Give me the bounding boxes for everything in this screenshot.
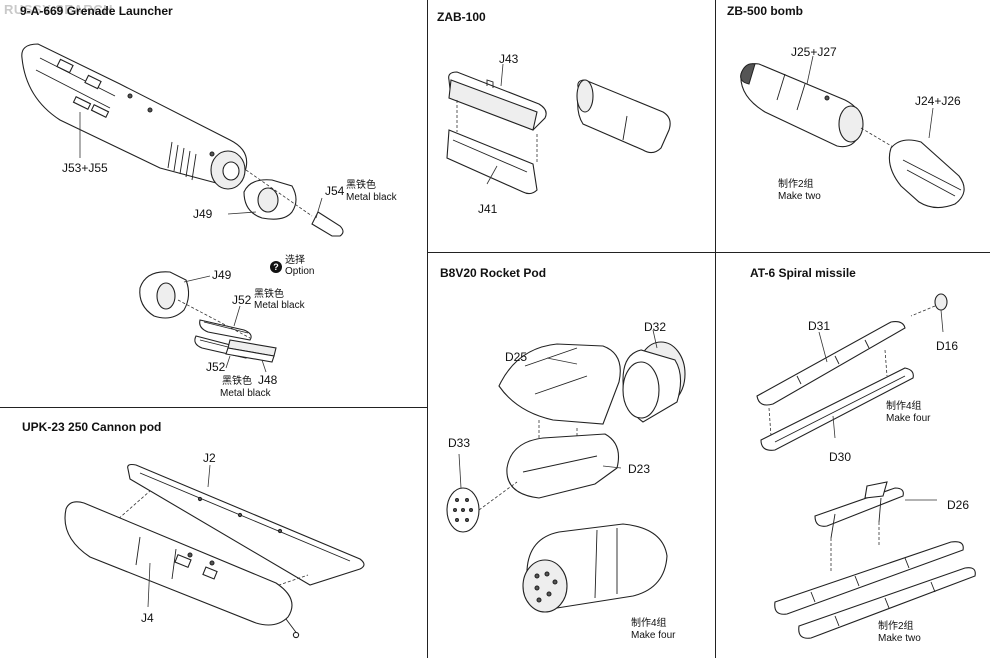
d16-cap <box>934 293 948 333</box>
option-en: Option <box>285 266 315 277</box>
label-j4: J4 <box>141 611 154 625</box>
label-j48: J48 <box>258 373 278 387</box>
d26-pylon <box>814 481 937 539</box>
make-two-en: Make two <box>878 633 921 644</box>
label-j43: J43 <box>499 52 519 66</box>
zab-100-assembled <box>576 79 671 154</box>
j2-side-panel <box>127 463 365 586</box>
panel-title: UPK-23 250 Cannon pod <box>22 420 162 434</box>
label-j52-upper: J52 <box>232 293 252 307</box>
d25-upper-shell <box>498 343 621 425</box>
zb-500-tail <box>888 107 965 209</box>
j52-tube-upper <box>199 319 252 341</box>
label-j24-j26: J24+J26 <box>915 94 961 108</box>
j41-lower-half <box>446 129 538 195</box>
label-d30: D30 <box>829 450 852 464</box>
divider-horizontal-right <box>427 252 990 253</box>
label-d16: D16 <box>936 339 959 353</box>
d33-end-plate <box>446 453 480 533</box>
at-6-missile-lower <box>798 567 976 639</box>
make-two-en: Make two <box>778 191 821 202</box>
label-d32: D32 <box>644 320 667 334</box>
label-d23: D23 <box>628 462 651 476</box>
label-j41: J41 <box>478 202 498 216</box>
j54-color-cn: 黑铁色 <box>346 180 376 191</box>
j48-color-en: Metal black <box>220 388 271 399</box>
d23-lower-shell <box>506 433 622 499</box>
d32-tube-bundle <box>622 329 686 423</box>
make-four-en: Make four <box>631 630 676 641</box>
divider-vertical-3 <box>715 252 716 658</box>
divider-horizontal-left <box>0 407 427 408</box>
make-four-cn: 制作4组 <box>631 618 667 629</box>
label-j53-j55: J53+J55 <box>62 161 108 175</box>
at-6-diagram <box>756 293 976 639</box>
divider-vertical-2 <box>715 0 716 252</box>
zab-100-diagram <box>446 63 671 195</box>
label-j52-lower: J52 <box>206 360 226 374</box>
panel-title: ZAB-100 <box>437 10 486 24</box>
label-j54: J54 <box>325 184 345 198</box>
j49-end-cap <box>227 179 297 220</box>
make-two-cn: 制作2组 <box>878 621 914 632</box>
label-d26: D26 <box>947 498 970 512</box>
grenade-launcher-diagram <box>21 43 344 373</box>
panel-title: 9-A-669 Grenade Launcher <box>20 4 173 18</box>
j48-color-cn: 黑铁色 <box>222 376 252 387</box>
zb-500-diagram <box>740 55 965 209</box>
label-j49: J49 <box>193 207 213 221</box>
j43-upper-half <box>448 63 547 131</box>
b8v20-assembled <box>522 523 668 613</box>
divider-vertical-1 <box>427 0 428 658</box>
option-cn: 选择 <box>285 255 305 266</box>
d30-missile-half <box>760 367 914 451</box>
j49-cap-lower <box>139 271 211 319</box>
d31-missile-half <box>756 321 906 406</box>
label-j49-lower: J49 <box>212 268 232 282</box>
zb-500-body <box>740 55 864 148</box>
label-j2: J2 <box>203 451 216 465</box>
label-j25-j27: J25+J27 <box>791 45 837 59</box>
label-d31: D31 <box>808 319 831 333</box>
panel-title: AT-6 Spiral missile <box>750 266 856 280</box>
panel-title: ZB-500 bomb <box>727 4 804 18</box>
launcher-pod-body <box>21 43 248 190</box>
at-6-missile-upper <box>774 541 964 615</box>
j52-color-en: Metal black <box>254 300 305 311</box>
make-two-cn: 制作2组 <box>778 179 814 190</box>
j54-grenade <box>311 197 344 237</box>
make-four-en: Make four <box>886 413 931 424</box>
j4-pod-body <box>64 501 300 639</box>
watermark: RUSSY SEARCH <box>4 2 114 17</box>
label-d33: D33 <box>448 436 471 450</box>
upk-23-diagram <box>64 463 365 639</box>
j48-rails <box>225 339 277 363</box>
j52-color-cn: 黑铁色 <box>254 289 284 300</box>
label-d25: D25 <box>505 350 528 364</box>
panel-title: B8V20 Rocket Pod <box>440 266 547 280</box>
make-four-cn: 制作4组 <box>886 401 922 412</box>
option-icon: ? <box>270 261 282 273</box>
j54-color-en: Metal black <box>346 192 397 203</box>
b8v20-diagram <box>446 329 686 613</box>
